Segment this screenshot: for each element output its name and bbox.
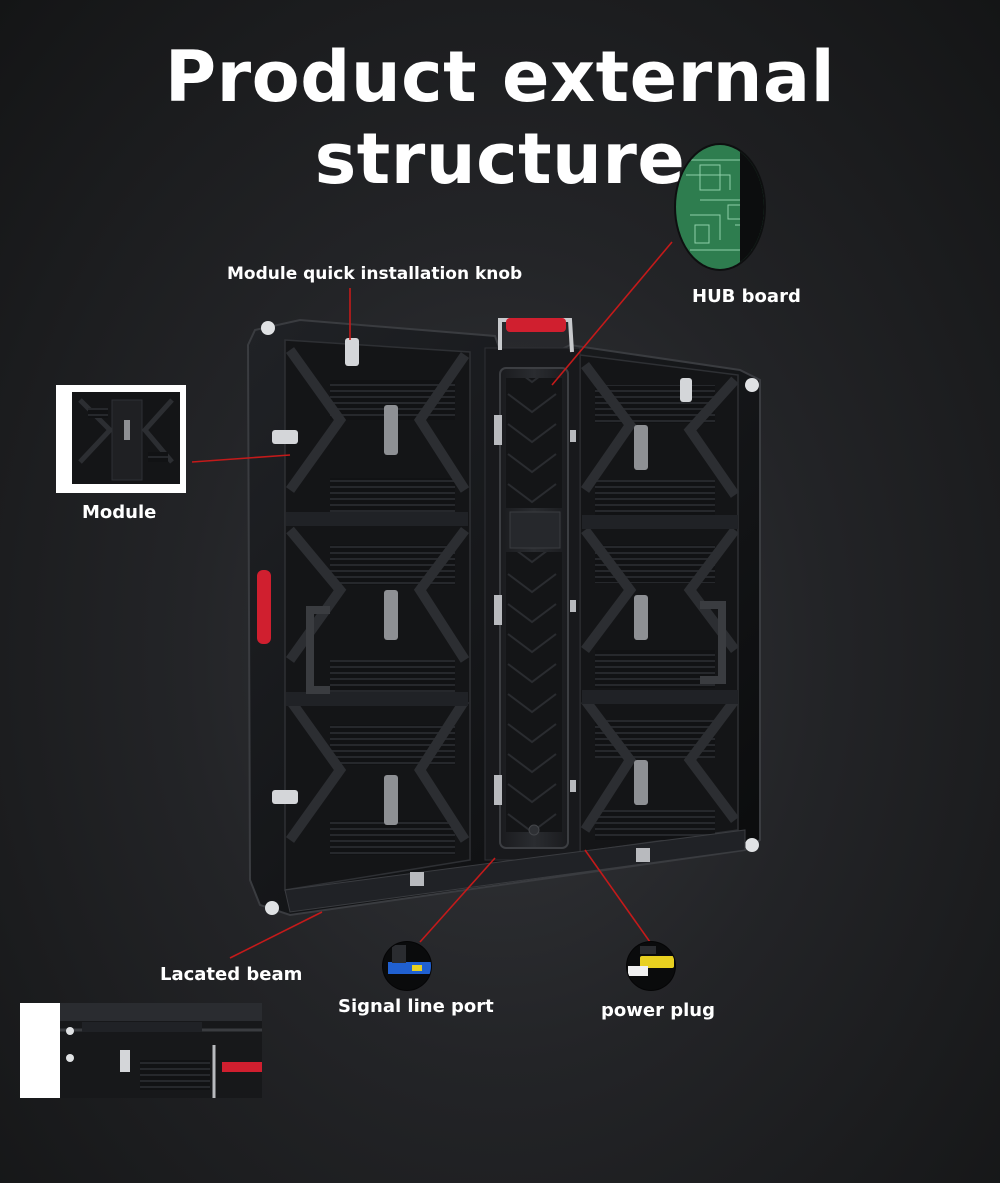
- module-thumbnail: [56, 385, 186, 493]
- page-title: Product external structure: [164, 36, 836, 200]
- corner-locks: [261, 321, 759, 915]
- hub-board-thumbnail: [674, 143, 766, 271]
- led-cabinet: [246, 318, 761, 917]
- beam-callout-label: Lacated beam: [160, 964, 303, 985]
- power-plug-thumbnail: [626, 941, 676, 991]
- module-callout-label: Module: [82, 502, 157, 523]
- located-beam: [284, 829, 746, 913]
- left-module-area: [284, 339, 471, 891]
- hub-board-callout-label: HUB board: [692, 286, 801, 307]
- right-module-area: [579, 354, 740, 853]
- signal-port-callout-label: Signal line port: [338, 996, 494, 1017]
- leader-lines: [191, 241, 673, 959]
- signal-port-thumbnail: [382, 941, 432, 991]
- carry-handle: [498, 318, 574, 353]
- power-plug-callout-label: power plug: [601, 1000, 715, 1021]
- beam-detail-thumbnail: [20, 1003, 262, 1098]
- knob-callout-label: Module quick installation knob: [227, 264, 523, 284]
- hub-channel: [484, 347, 581, 861]
- left-lock-lever: [257, 570, 271, 644]
- quick-install-knobs: [272, 338, 692, 804]
